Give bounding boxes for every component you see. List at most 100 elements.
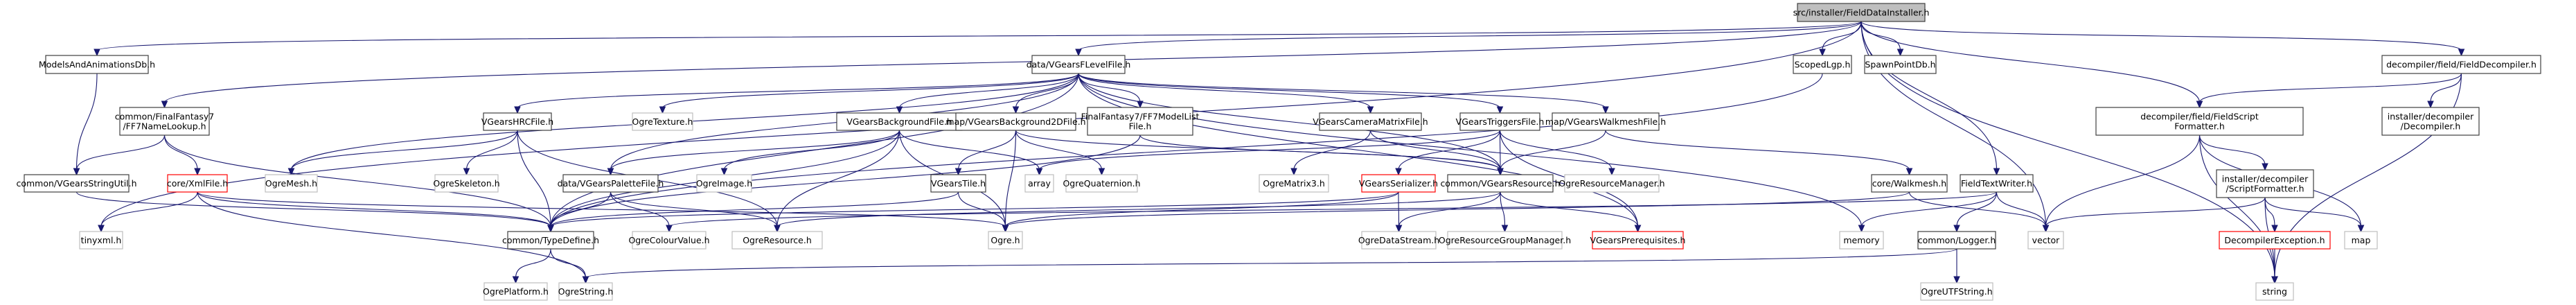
arrowhead-icon xyxy=(1906,168,1913,176)
node-label: common/VGearsResource.h xyxy=(1440,178,1560,189)
edge-line xyxy=(1860,21,2201,103)
node-label: OgreMatrix3.h xyxy=(1263,178,1325,189)
edge-line xyxy=(1004,191,1910,227)
node-core-xmlfile-h[interactable]: core/XmlFile.h xyxy=(167,174,228,193)
arrowhead-icon xyxy=(2262,163,2268,171)
node-vgearsserializer-h[interactable]: VGearsSerializer.h xyxy=(1359,174,1438,193)
node-map-vgearsbackground2dfile-h[interactable]: map/VGearsBackground2DFile.h xyxy=(945,112,1086,131)
node-label: OgreMesh.h xyxy=(265,178,317,189)
node-installer-decompiler-scriptformatter-h[interactable]: installer/decompiler/ScriptFormatter.h xyxy=(2216,169,2314,198)
edge-line xyxy=(550,191,1399,227)
node-label: /ScriptFormatter.h xyxy=(2226,184,2304,194)
node-box xyxy=(1871,174,1948,193)
node-label: OgreString.h xyxy=(558,286,614,297)
arrowhead-icon xyxy=(666,225,673,233)
node-vgearstile-h[interactable]: VGearsTile.h xyxy=(930,174,986,193)
node-scopedlgp-h[interactable]: ScopedLgp.h xyxy=(1793,55,1852,74)
edge-textwriter-to-logger xyxy=(1953,191,1998,233)
node-vgearsprerequisites-h[interactable]: VGearsPrerequisites.h xyxy=(1590,231,1686,250)
arrowhead-icon xyxy=(1367,106,1374,114)
node-common-finalfantasy7-ff7namelookup-h[interactable]: common/FinalFantasy7/FF7NameLookup.h xyxy=(115,107,215,136)
node-vgearscameramatrixfile-h[interactable]: VGearsCameraMatrixFile.h xyxy=(1313,112,1428,131)
node-box xyxy=(1024,174,1054,193)
node-label: Ogre.h xyxy=(991,235,1020,245)
edge-scriptfmt-to-map xyxy=(2264,197,2365,233)
node-ogreutfstring-h: OgreUTFString.h xyxy=(1920,282,1993,301)
edge-xmlfile-to-tinyxml xyxy=(98,191,198,233)
node-box xyxy=(434,174,499,193)
arrowhead-icon xyxy=(659,106,666,114)
edge-line xyxy=(1500,191,1639,227)
arrowhead-icon xyxy=(1036,168,1043,176)
node-data-vgearsflevelfile-h[interactable]: data/VGearsFLevelFile.h xyxy=(1027,55,1131,74)
node-fieldtextwriter-h[interactable]: FieldTextWriter.h xyxy=(1960,174,2034,193)
node-label: common/FinalFantasy7 xyxy=(115,112,215,122)
node-label: OgreImage.h xyxy=(696,178,752,189)
node-vgearstriggersfile-h[interactable]: VGearsTriggersFile.h xyxy=(1456,112,1545,131)
node-box xyxy=(1259,174,1329,193)
arrowhead-icon xyxy=(1602,106,1609,114)
arrowhead-icon xyxy=(2271,276,2278,284)
node-common-vgearsstringutil-h[interactable]: common/VGearsStringUtil.h xyxy=(16,174,137,193)
edge-fielddec-to-decompiler xyxy=(2427,73,2462,109)
node-label: File.h xyxy=(1129,121,1152,132)
edge-line xyxy=(1139,134,1501,171)
node-box xyxy=(1447,174,1554,193)
node-label: OgreResourceGroupManager.h xyxy=(1439,235,1571,245)
edge-line xyxy=(1004,130,1017,227)
arrowhead-icon xyxy=(1608,168,1615,176)
edge-line xyxy=(1015,73,1079,109)
node-decompiler-field-fielddecompiler-h[interactable]: decompiler/field/FieldDecompiler.h xyxy=(2381,55,2541,74)
arrowhead-icon xyxy=(1497,168,1504,176)
node-data-vgearspalettefile-h[interactable]: data/VGearsPaletteFile.h xyxy=(558,174,664,193)
node-box xyxy=(1361,174,1436,193)
node-box xyxy=(45,55,149,74)
node-ogreresourcemanager-h: OgreResourceManager.h xyxy=(1558,174,1665,193)
arrowhead-icon xyxy=(896,106,903,114)
edge-ff7name-to-xmlfile xyxy=(163,134,201,176)
node-label: OgreSkeleton.h xyxy=(433,178,499,189)
node-label: OgreQuaternion.h xyxy=(1063,178,1140,189)
node-common-logger-h[interactable]: common/Logger.h xyxy=(1917,231,1996,250)
node-box xyxy=(2344,231,2378,250)
edge-bgfile-to-ogreimg xyxy=(720,130,900,176)
edge-line xyxy=(661,73,1079,109)
edge-typedef-to-ogrestr xyxy=(550,248,589,284)
node-label: FieldTextWriter.h xyxy=(1961,178,2032,189)
node-box xyxy=(2027,231,2064,250)
node-label: decompiler/field/FieldDecompiler.h xyxy=(2386,60,2537,70)
edge-line xyxy=(75,191,551,227)
node-map-vgearswalkmeshfile-h[interactable]: map/VGearsWalkmeshFile.h xyxy=(1545,112,1666,131)
node-box xyxy=(1920,282,1993,301)
node-common-vgearsresource-h[interactable]: common/VGearsResource.h xyxy=(1440,174,1561,193)
node-common-typedefine-h[interactable]: common/TypeDefine.h xyxy=(502,231,599,250)
edge-line xyxy=(1293,130,1371,171)
node-vgearsbackgroundfile-h[interactable]: VGearsBackgroundFile.h xyxy=(836,112,963,131)
node-box xyxy=(2219,231,2331,250)
node-label: VGearsCameraMatrixFile.h xyxy=(1313,116,1428,127)
node-modelsandanimationsdb-h[interactable]: ModelsAndAnimationsDb.h xyxy=(39,55,155,74)
node-ogrequaternion-h: OgreQuaternion.h xyxy=(1063,174,1141,193)
edge-xmlfile-to-typedef xyxy=(197,191,554,233)
edge-line xyxy=(898,130,1040,171)
node-box xyxy=(1447,231,1563,250)
node-core-walkmesh-h[interactable]: core/Walkmesh.h xyxy=(1871,174,1948,193)
node-label: VGearsPrerequisites.h xyxy=(1590,235,1686,245)
edge-line xyxy=(1996,191,2047,227)
edge-root-to-flevel xyxy=(1075,21,1862,57)
edge-flevel-to-hrc xyxy=(514,73,1079,114)
node-installer-decompiler-decompiler-h[interactable]: installer/decompiler/Decompiler.h xyxy=(2381,107,2480,136)
node-label: string xyxy=(2262,286,2287,297)
node-decompilerexception-h[interactable]: DecompilerException.h xyxy=(2219,231,2331,250)
node-map: map xyxy=(2344,231,2378,250)
node-spawnpointdb-h[interactable]: SpawnPointDb.h xyxy=(1864,55,1937,74)
node-label: VGearsBackgroundFile.h xyxy=(846,116,952,127)
edge-vgres-to-datastream xyxy=(1395,191,1501,233)
edge-bg2d-to-quat xyxy=(1015,130,1105,176)
node-vgearshrcfile-h[interactable]: VGearsHRCFile.h xyxy=(481,112,553,131)
arrowhead-icon xyxy=(2042,225,2050,233)
node-box xyxy=(2216,169,2314,198)
node-src-installer-fielddatainstaller-h[interactable]: src/installer/FieldDataInstaller.h xyxy=(1793,3,1930,22)
